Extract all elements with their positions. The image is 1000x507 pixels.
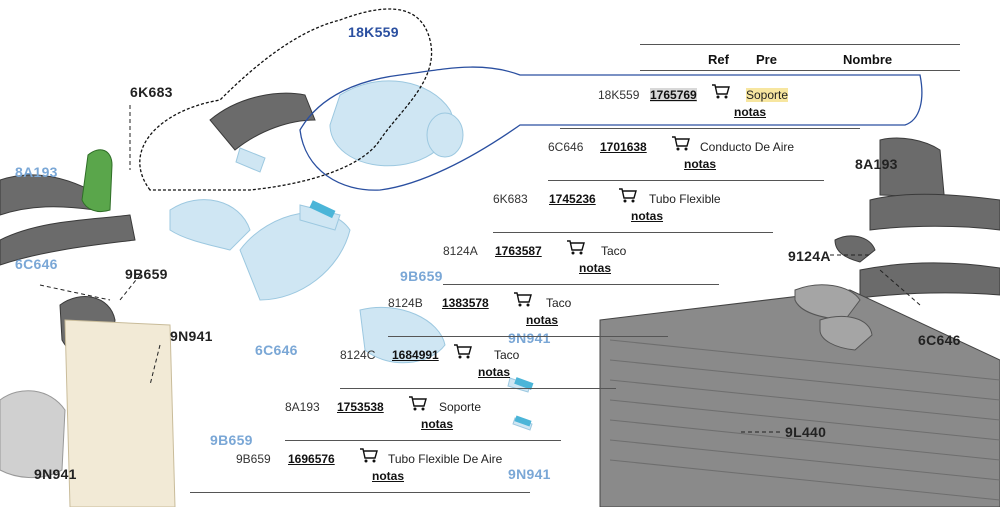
faded-callout-9n941-a: 9N941	[508, 330, 551, 346]
selection-outline	[139, 8, 433, 191]
row-notas-link[interactable]: notas	[579, 261, 612, 275]
cart-icon[interactable]	[617, 186, 639, 204]
row-notas-link[interactable]: notas	[526, 313, 559, 327]
row-name: Tubo Flexible	[649, 192, 721, 206]
faded-callout-9n941-b: 9N941	[508, 466, 551, 482]
row-name: Soporte	[746, 88, 789, 102]
cart-icon[interactable]	[512, 290, 534, 308]
table-row[interactable]: 8124C 1684991 Taco notas	[340, 344, 620, 388]
header-pre[interactable]: Pre	[756, 52, 777, 67]
row-ref-link[interactable]: 1696576	[288, 452, 335, 466]
row-divider	[285, 440, 561, 441]
row-number: 6K683	[493, 192, 528, 206]
row-ref-link[interactable]: 1745236	[549, 192, 596, 206]
row-number: 8124B	[388, 296, 423, 310]
callout-9l440[interactable]: 9L440	[785, 424, 827, 440]
cart-icon[interactable]	[565, 238, 587, 256]
row-divider	[388, 336, 668, 337]
faded-callout-6c646-b: 6C646	[15, 256, 58, 272]
callout-8a193[interactable]: 8A193	[855, 156, 898, 172]
row-notas-link[interactable]: notas	[684, 157, 717, 171]
table-row[interactable]: 9B659 1696576 Tubo Flexible De Aire nota…	[236, 448, 536, 492]
row-notas-link[interactable]: notas	[734, 105, 767, 119]
cart-icon[interactable]	[670, 134, 692, 152]
row-number: 8A193	[285, 400, 320, 414]
row-number: 9B659	[236, 452, 271, 466]
callout-9124a[interactable]: 9124A	[788, 248, 831, 264]
table-row[interactable]: 8124A 1763587 Taco notas	[443, 240, 723, 284]
row-name: Soporte	[439, 400, 482, 414]
row-notas-link[interactable]: notas	[372, 469, 405, 483]
callout-6k683[interactable]: 6K683	[130, 84, 173, 100]
row-ref-link[interactable]: 1684991	[392, 348, 439, 362]
faded-callout-8a193: 8A193	[15, 164, 58, 180]
row-name: Conducto De Aire	[700, 140, 795, 154]
cart-icon[interactable]	[452, 342, 474, 360]
header-divider	[640, 70, 960, 71]
faded-parts	[169, 80, 533, 431]
row-name: Tubo Flexible De Aire	[388, 452, 503, 466]
table-row[interactable]: 6C646 1701638 Conducto De Aire notas	[548, 136, 828, 180]
green-part	[81, 149, 113, 213]
row-notas-link[interactable]: notas	[478, 365, 511, 379]
row-number: 18K559	[598, 88, 640, 102]
callout-9n941-upper[interactable]: 9N941	[170, 328, 213, 344]
highlight-outline	[299, 66, 923, 191]
row-ref-link[interactable]: 1701638	[600, 140, 647, 154]
table-top-border	[640, 44, 960, 45]
table-row[interactable]: 8A193 1753538 Soporte notas	[285, 396, 565, 440]
row-name: Taco	[546, 296, 572, 310]
beige-housing	[64, 319, 176, 507]
small-fasteners	[309, 200, 534, 427]
cart-icon[interactable]	[407, 394, 429, 412]
row-name: Taco	[494, 348, 520, 362]
callout-6c646[interactable]: 6C646	[918, 332, 961, 348]
row-number: 8124A	[443, 244, 478, 258]
faded-callout-9b659: 9B659	[400, 268, 443, 284]
faded-callout-6c646: 6C646	[255, 342, 298, 358]
faded-callout-9b659-b: 9B659	[210, 432, 253, 448]
row-divider	[443, 284, 719, 285]
row-number: 8124C	[340, 348, 376, 362]
table-row[interactable]: 18K559 1765769 Soporte notas	[598, 84, 858, 128]
row-divider	[340, 388, 616, 389]
callout-9n941-lower[interactable]: 9N941	[34, 466, 77, 482]
row-ref-link[interactable]: 1763587	[495, 244, 542, 258]
row-divider	[493, 232, 773, 233]
row-ref-link[interactable]: 1753538	[337, 400, 384, 414]
cart-icon[interactable]	[358, 446, 380, 464]
row-divider	[548, 180, 824, 181]
leader-lines	[39, 105, 921, 433]
row-notas-link[interactable]: notas	[421, 417, 454, 431]
intercooler	[599, 284, 1000, 507]
row-ref-link[interactable]: 1765769	[650, 88, 697, 102]
engine-part	[0, 390, 66, 479]
callout-18k559[interactable]: 18K559	[348, 24, 399, 40]
row-divider	[190, 492, 530, 493]
row-notas-link[interactable]: notas	[631, 209, 664, 223]
dark-parts	[0, 92, 1000, 362]
row-name: Taco	[601, 244, 627, 258]
cart-icon[interactable]	[710, 82, 732, 100]
header-ref[interactable]: Ref	[708, 52, 729, 67]
table-row[interactable]: 8124B 1383578 Taco notas	[388, 292, 668, 336]
row-ref-link[interactable]: 1383578	[442, 296, 489, 310]
row-number: 6C646	[548, 140, 584, 154]
header-nombre[interactable]: Nombre	[843, 52, 893, 67]
row-divider	[560, 128, 860, 129]
callout-9b659[interactable]: 9B659	[125, 266, 168, 282]
table-row[interactable]: 6K683 1745236 Tubo Flexible notas	[493, 188, 773, 232]
